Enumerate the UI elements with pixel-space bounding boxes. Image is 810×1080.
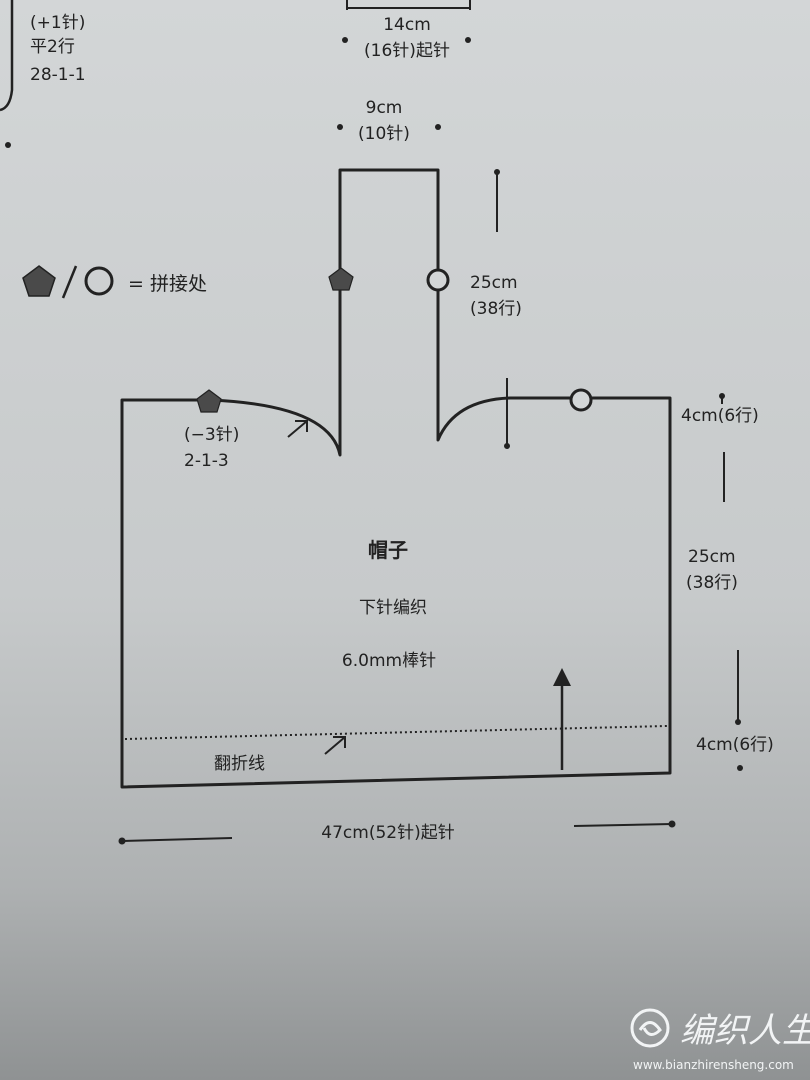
pentagon-icon bbox=[196, 389, 222, 413]
right-top-dim: 4cm(6行) bbox=[681, 406, 759, 426]
top-left-sequence: 28-1-1 bbox=[30, 65, 86, 85]
dim-dot bbox=[668, 820, 676, 828]
dim-dot bbox=[342, 37, 348, 43]
prev-piece-edge bbox=[0, 0, 14, 112]
fold-line-label: 翻折线 bbox=[214, 754, 265, 774]
needle-label: 6.0mm棒针 bbox=[342, 651, 436, 671]
dim-dot bbox=[504, 443, 510, 449]
top-width-label: 14cm bbox=[383, 15, 431, 35]
dim-dot bbox=[5, 142, 11, 148]
dim-dot bbox=[465, 37, 471, 43]
circle-icon bbox=[84, 266, 114, 296]
direction-arrow bbox=[287, 420, 308, 438]
up-arrow-icon bbox=[553, 668, 571, 686]
dim-line bbox=[121, 837, 233, 842]
right-middle-height: 25cm bbox=[688, 547, 736, 567]
circle-icon bbox=[569, 388, 593, 412]
neck-width-label: 9cm bbox=[366, 98, 403, 118]
dim-dot bbox=[337, 124, 343, 130]
dim-dot bbox=[737, 765, 743, 771]
arrow-head bbox=[333, 736, 346, 748]
dim-dot bbox=[118, 837, 126, 845]
watermark: 编织人生 www.bianzhirensheng.com bbox=[630, 1008, 810, 1072]
dim-dot bbox=[494, 169, 500, 175]
watermark-url: www.bianzhirensheng.com bbox=[633, 1058, 794, 1072]
dim-line bbox=[573, 823, 673, 827]
technique-label: 下针编织 bbox=[359, 598, 427, 618]
watermark-swirl bbox=[638, 1021, 662, 1036]
pentagon-icon bbox=[328, 267, 354, 291]
legend-label: = 拼接处 bbox=[128, 273, 207, 295]
neck-stitches-label: (10针) bbox=[358, 124, 410, 144]
direction-arrow bbox=[324, 736, 346, 755]
dim-dot bbox=[735, 719, 741, 725]
top-left-rows: 平2行 bbox=[30, 37, 75, 57]
watermark-brand: 编织人生 bbox=[680, 1011, 810, 1051]
pentagon-icon bbox=[22, 265, 56, 297]
right-bottom-dim: 4cm(6行) bbox=[696, 735, 774, 755]
top-left-increase: (+1针) bbox=[30, 13, 85, 33]
cast-on-width-label: 47cm(52针)起针 bbox=[321, 823, 454, 843]
dim-dot bbox=[435, 124, 441, 130]
right-middle-rows: (38行) bbox=[686, 573, 738, 593]
arrow-head bbox=[295, 420, 308, 432]
fold-line bbox=[124, 725, 668, 740]
decrease-sequence-label: 2-1-3 bbox=[184, 451, 229, 471]
piece-title: 帽子 bbox=[368, 538, 408, 562]
watermark-logo-icon bbox=[630, 1008, 670, 1048]
top-stitches-label: (16针)起针 bbox=[364, 41, 450, 61]
slash-divider bbox=[61, 265, 78, 299]
hat-piece-outline bbox=[120, 168, 672, 789]
circle-icon bbox=[426, 268, 450, 292]
strap-rows-label: (38行) bbox=[470, 299, 522, 319]
decrease-stitches-label: (−3针) bbox=[184, 425, 239, 445]
strap-height-label: 25cm bbox=[470, 273, 518, 293]
